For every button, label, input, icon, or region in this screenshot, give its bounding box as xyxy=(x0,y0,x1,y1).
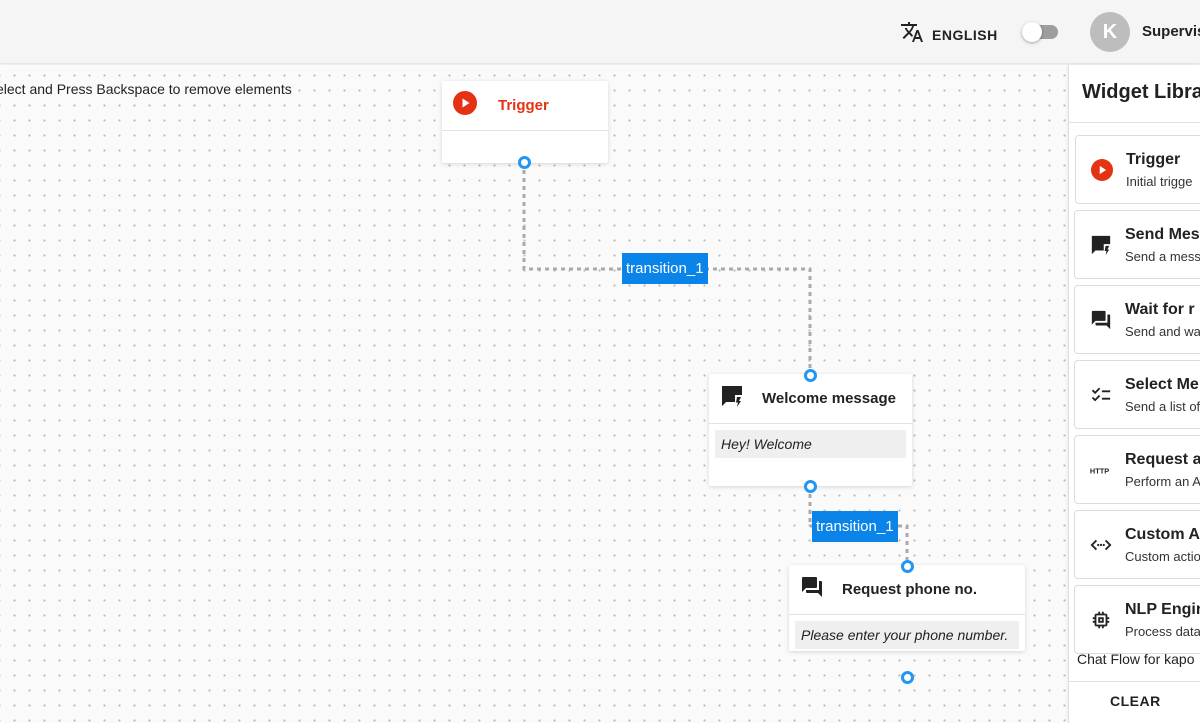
widget-name: Wait for r xyxy=(1125,301,1195,318)
node-welcome-message[interactable]: Welcome message Hey! Welcome xyxy=(709,374,912,486)
welcome-input-port[interactable] xyxy=(804,369,817,382)
phone-output-port[interactable] xyxy=(901,671,914,684)
node-trigger[interactable]: Trigger xyxy=(442,81,608,163)
top-bar: ENGLISH K Supervis xyxy=(0,0,1200,64)
node-message: Hey! Welcome xyxy=(715,430,906,458)
message-flash-icon xyxy=(720,384,744,413)
avatar[interactable]: K xyxy=(1090,12,1130,52)
widget-custom-action[interactable]: Custom A Custom actio xyxy=(1074,510,1200,579)
widget-desc: Send a list of xyxy=(1125,399,1200,414)
divider xyxy=(1069,681,1200,682)
theme-toggle[interactable] xyxy=(1022,22,1058,42)
http-icon: HTTP xyxy=(1089,458,1113,482)
language-selector[interactable]: ENGLISH xyxy=(900,20,998,49)
widget-desc: Process data xyxy=(1125,624,1200,639)
widget-wait-for-reply[interactable]: Wait for r Send and wa xyxy=(1074,285,1200,354)
toggle-knob xyxy=(1022,22,1042,42)
trigger-output-port[interactable] xyxy=(518,156,531,169)
widget-desc: Custom actio xyxy=(1125,549,1200,564)
message-flash-icon xyxy=(1089,233,1113,257)
node-header: Welcome message xyxy=(709,374,912,424)
clear-button[interactable]: CLEAR xyxy=(1110,693,1161,709)
checklist-icon xyxy=(1089,383,1113,407)
translate-icon xyxy=(900,20,924,49)
widget-name: Trigger xyxy=(1126,151,1181,168)
play-circle-icon xyxy=(453,91,477,120)
node-title: Welcome message xyxy=(762,390,896,407)
widget-nlp-engine[interactable]: NLP Engir Process data xyxy=(1074,585,1200,654)
svg-text:HTTP: HTTP xyxy=(1090,467,1109,476)
widget-desc: Send a mess xyxy=(1125,249,1200,264)
canvas-hint: elect and Press Backspace to remove elem… xyxy=(0,79,298,99)
node-request-phone[interactable]: Request phone no. Please enter your phon… xyxy=(789,565,1025,651)
widget-desc: Send and wa xyxy=(1125,324,1200,339)
chip-icon xyxy=(1089,608,1113,632)
widget-desc: Perform an A xyxy=(1125,474,1200,489)
widget-name: Send Mes xyxy=(1125,226,1200,243)
node-title: Trigger xyxy=(498,97,549,114)
widget-select-message[interactable]: Select Me Send a list of xyxy=(1074,360,1200,429)
flow-canvas[interactable]: elect and Press Backspace to remove elem… xyxy=(0,65,1068,723)
phone-input-port[interactable] xyxy=(901,560,914,573)
chat-icon xyxy=(800,575,824,604)
divider xyxy=(1069,122,1200,123)
user-name[interactable]: Supervis xyxy=(1142,23,1200,40)
transition-label[interactable]: transition_1 xyxy=(622,253,708,284)
widget-request-api[interactable]: HTTP Request a Perform an A xyxy=(1074,435,1200,504)
node-header: Request phone no. xyxy=(789,565,1025,615)
widget-desc: Initial trigge xyxy=(1126,174,1193,189)
chat-icon xyxy=(1089,308,1113,332)
welcome-output-port[interactable] xyxy=(804,480,817,493)
widget-library-panel: Widget Libra Trigger Initial trigge Send… xyxy=(1068,65,1200,723)
flow-name: Chat Flow for kapo xyxy=(1077,651,1195,667)
widget-name: NLP Engir xyxy=(1125,601,1200,618)
widget-send-message[interactable]: Send Mes Send a mess xyxy=(1074,210,1200,279)
node-header: Trigger xyxy=(442,81,608,131)
widget-name: Select Me xyxy=(1125,376,1199,393)
node-title: Request phone no. xyxy=(842,581,977,598)
transition-label[interactable]: transition_1 xyxy=(812,511,898,542)
widget-library-title: Widget Libra xyxy=(1082,81,1200,103)
language-label: ENGLISH xyxy=(932,26,998,43)
widget-name: Custom A xyxy=(1125,526,1200,543)
code-icon xyxy=(1089,533,1113,557)
play-circle-icon xyxy=(1090,158,1114,182)
widget-name: Request a xyxy=(1125,451,1200,468)
widget-trigger[interactable]: Trigger Initial trigge xyxy=(1075,135,1200,204)
node-message: Please enter your phone number. xyxy=(795,621,1019,649)
